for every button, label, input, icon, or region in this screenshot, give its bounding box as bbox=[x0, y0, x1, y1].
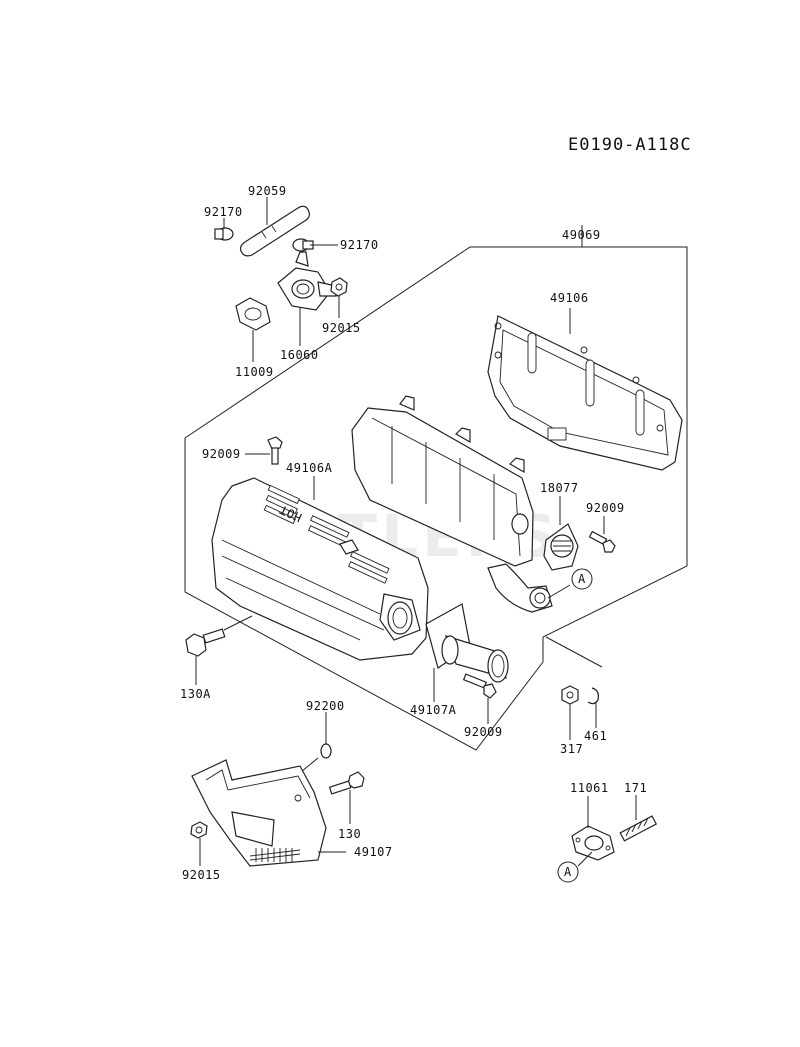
label-171: 171 bbox=[624, 781, 647, 795]
nut-92015-top bbox=[330, 277, 348, 297]
label-92015-top: 92015 bbox=[322, 321, 361, 335]
svg-text:A: A bbox=[564, 865, 572, 879]
label-92009-right: 92009 bbox=[586, 501, 625, 515]
hose-92059 bbox=[239, 205, 310, 257]
assembly-boundary bbox=[184, 246, 688, 751]
label-49106A: 49106A bbox=[286, 461, 333, 475]
muffler-body bbox=[351, 395, 534, 567]
boundary-link bbox=[545, 636, 603, 668]
nut-92015-bottom bbox=[190, 821, 208, 839]
label-92170-left: 92170 bbox=[204, 205, 243, 219]
gasket-18077 bbox=[543, 523, 579, 571]
bolt-130 bbox=[328, 771, 365, 795]
label-92059: 92059 bbox=[248, 184, 287, 198]
muffler-cover-49106 bbox=[487, 315, 683, 471]
label-130A: 130A bbox=[180, 687, 211, 701]
nut-317 bbox=[561, 685, 579, 705]
hose-clamp-92170-right bbox=[292, 238, 314, 252]
bolt-130a-axis bbox=[223, 615, 253, 631]
label-92200: 92200 bbox=[306, 699, 345, 713]
bolt-92009-top bbox=[267, 436, 283, 465]
water-joint-16060 bbox=[277, 251, 337, 311]
label-92170-right: 92170 bbox=[340, 238, 379, 252]
label-49069: 49069 bbox=[562, 228, 601, 242]
bolt-130a bbox=[185, 628, 226, 657]
bolt-92009-right bbox=[588, 530, 616, 553]
label-461: 461 bbox=[584, 729, 607, 743]
label-18077: 18077 bbox=[540, 481, 579, 495]
label-92009-top: 92009 bbox=[202, 447, 241, 461]
label-11061: 11061 bbox=[570, 781, 609, 795]
washer-461 bbox=[587, 687, 599, 705]
label-49107: 49107 bbox=[354, 845, 393, 859]
stud-171 bbox=[619, 815, 658, 842]
label-49106: 49106 bbox=[550, 291, 589, 305]
tail-pipe-49107a bbox=[425, 603, 509, 683]
bolt-92009-bottom bbox=[462, 673, 497, 699]
label-130: 130 bbox=[338, 827, 361, 841]
label-49107A: 49107A bbox=[410, 703, 457, 717]
label-92015-bottom: 92015 bbox=[182, 868, 221, 882]
washer-92200 bbox=[320, 743, 332, 759]
hose-clamp-92170-left bbox=[214, 227, 234, 241]
reference-mark-a-top: A bbox=[571, 568, 593, 590]
diagram-code: E0190-A118C bbox=[568, 135, 692, 155]
svg-text:A: A bbox=[578, 572, 586, 586]
label-11009: 11009 bbox=[235, 365, 274, 379]
lower-cover-49107 bbox=[191, 759, 327, 867]
muffler-cover-49106a: HOT bbox=[211, 477, 429, 661]
leader-ref-a-bottom bbox=[577, 851, 593, 867]
label-92009-bottom: 92009 bbox=[464, 725, 503, 739]
leader-ref-a-top bbox=[547, 584, 571, 599]
reference-mark-a-bottom: A bbox=[557, 861, 579, 883]
exhaust-elbow bbox=[487, 563, 553, 613]
label-16060: 16060 bbox=[280, 348, 319, 362]
gasket-11009 bbox=[235, 297, 271, 331]
gasket-11061 bbox=[571, 825, 615, 861]
label-317: 317 bbox=[560, 742, 583, 756]
